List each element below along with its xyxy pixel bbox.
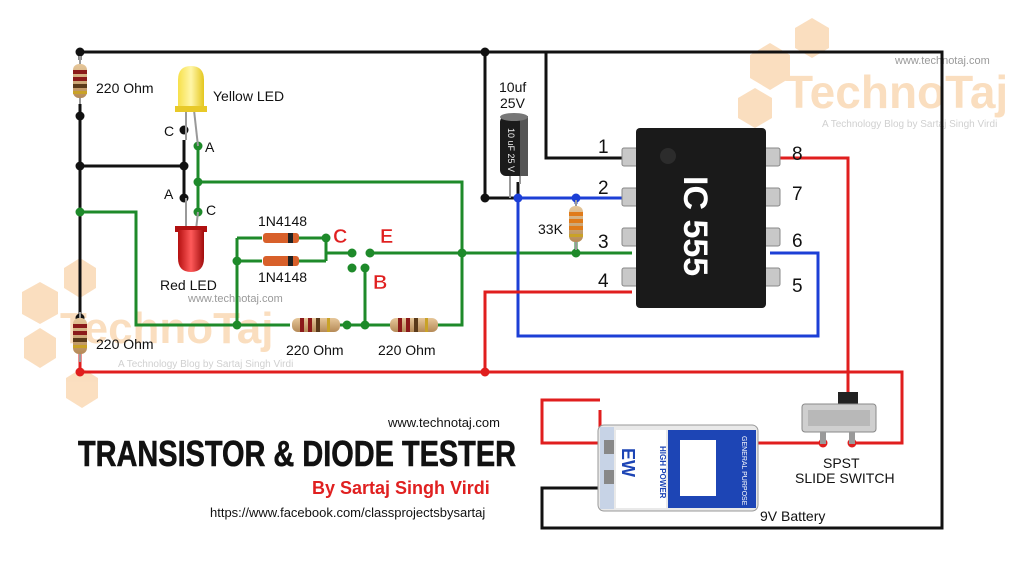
watermark-tagline-left: A Technology Blog by Sartaj Singh Virdi	[118, 359, 293, 370]
label-r-top: 220 Ohm	[96, 80, 154, 96]
page-title: TRANSISTOR & DIODE TESTER	[78, 433, 516, 474]
terminal-e-label: E	[380, 226, 393, 248]
pin-4-label: 4	[598, 271, 609, 292]
battery-brand: EW	[618, 448, 638, 477]
label-switch-line2: SLIDE SWITCH	[795, 470, 895, 486]
title-site: www.technotaj.com	[387, 415, 500, 430]
label-cap-value: 10uf	[499, 79, 526, 95]
label-diode-1: 1N4148	[258, 213, 307, 229]
title-facebook-link: https://www.facebook.com/classprojectsby…	[210, 505, 485, 520]
diode-1	[263, 233, 299, 243]
pin-2-label: 2	[598, 178, 609, 199]
led-red-a-terminal: A	[164, 186, 174, 202]
capacitor	[500, 113, 528, 198]
label-r-mid2: 220 Ohm	[378, 342, 436, 358]
resistor-mid-1	[292, 318, 340, 332]
junction-dots-blue	[513, 193, 581, 203]
label-battery: 9V Battery	[760, 508, 825, 524]
label-r-left-bottom: 220 Ohm	[96, 336, 154, 352]
pin-3-label: 3	[598, 232, 609, 253]
pin-7-label: 7	[792, 184, 803, 205]
led-yellow-a-terminal: A	[205, 139, 215, 155]
pin-8-label: 8	[792, 144, 803, 165]
label-led-red: Red LED	[160, 277, 217, 293]
watermark-brand-top: TechnoTaj	[785, 66, 1008, 118]
watermark-logo-top: TechnoTaj A Technology Blog by Sartaj Si…	[738, 18, 1008, 130]
label-r-33k: 33K	[538, 221, 564, 237]
resistor-bottom-left	[73, 312, 87, 362]
diode-2	[263, 256, 299, 266]
pin-1-label: 1	[598, 137, 609, 158]
resistor-33k	[569, 200, 583, 250]
pin-5-label: 5	[792, 276, 803, 297]
led-red-c-terminal: C	[206, 202, 216, 218]
junction-dots-red	[75, 367, 857, 448]
spst-switch	[801, 392, 877, 444]
watermark-site-mid: www.technotaj.com	[187, 293, 283, 305]
capacitor-body-text: 10 uF 25 V	[506, 128, 516, 172]
battery-high-power: HIGH POWER	[658, 446, 667, 499]
label-switch-line1: SPST	[823, 455, 860, 471]
watermark-tagline-top: A Technology Blog by Sartaj Singh Virdi	[822, 119, 997, 130]
label-led-yellow: Yellow LED	[213, 88, 284, 104]
watermark-brand-left: TechnoTaj	[60, 304, 274, 353]
watermark-logo-left: TechnoTaj A Technology Blog by Sartaj Si…	[22, 258, 293, 408]
label-diode-2: 1N4148	[258, 269, 307, 285]
title-byline: By Sartaj Singh Virdi	[312, 478, 490, 498]
resistor-mid-2	[390, 318, 438, 332]
terminal-c-label: C	[333, 226, 347, 248]
ic-555-label: IC 555	[676, 176, 714, 276]
battery-9v	[597, 424, 759, 512]
label-cap-voltage: 25V	[500, 95, 526, 111]
pin-6-label: 6	[792, 231, 803, 252]
terminal-b-label: B	[373, 272, 387, 294]
led-yellow-c-terminal: C	[164, 123, 174, 139]
ic-555-body	[636, 128, 766, 308]
resistor-top-left	[73, 56, 87, 104]
label-r-mid1: 220 Ohm	[286, 342, 344, 358]
battery-general-purpose: GENERAL PURPOSE	[740, 436, 747, 506]
ic-555-notch	[660, 148, 676, 164]
red-led	[175, 198, 207, 272]
yellow-led	[175, 66, 207, 147]
